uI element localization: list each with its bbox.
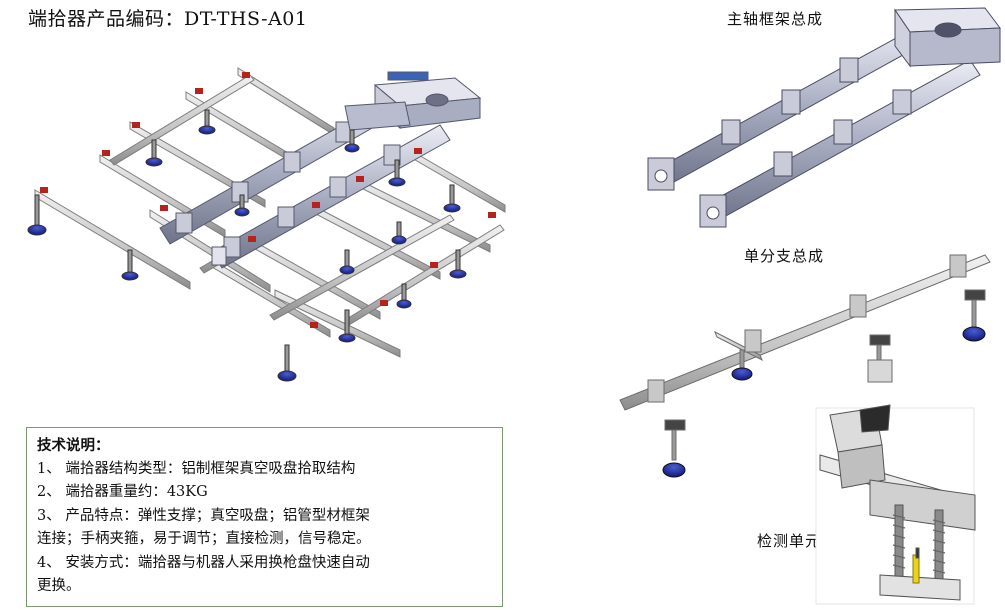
- main-assembly-handles: [40, 72, 496, 328]
- caption-detection-unit: 检测单元: [757, 532, 822, 550]
- spec-line: 4、 安装方式：端拾器与机器人采用换枪盘快速自动: [37, 554, 370, 571]
- spec-line: 连接；手柄夹箍，易于调节；直接检测，信号稳定。: [37, 531, 371, 547]
- single-branch-assembly-drawing: [619, 254, 991, 478]
- detection-unit-drawing: [815, 404, 976, 605]
- spec-heading: 技术说明：: [37, 437, 110, 454]
- main-assembly-tool-changer: [344, 71, 482, 131]
- spec-line: 3、 产品特点：弹性支撑；真空吸盘；铝管型材框架: [37, 507, 370, 524]
- spec-line: 1、 端拾器结构类型：铝制框架真空吸盘拾取结构: [37, 460, 356, 477]
- main-frame-assembly-drawing: [647, 7, 1001, 228]
- spec-line: 2、 端拾器重量约：43KG: [37, 484, 208, 500]
- main-assembly-clamps: [175, 121, 401, 266]
- technical-description-box: 技术说明： 1、 端拾器结构类型：铝制框架真空吸盘拾取结构 2、 端拾器重量约：…: [26, 427, 503, 607]
- product-code-title: 端拾器产品编码：DT-THS-A01: [28, 8, 308, 30]
- caption-single-branch-assembly: 单分支总成: [744, 247, 825, 265]
- caption-main-frame-assembly: 主轴框架总成: [727, 10, 824, 28]
- spec-line: 更换。: [37, 578, 81, 594]
- main-assembly-suction-cups: [27, 109, 467, 382]
